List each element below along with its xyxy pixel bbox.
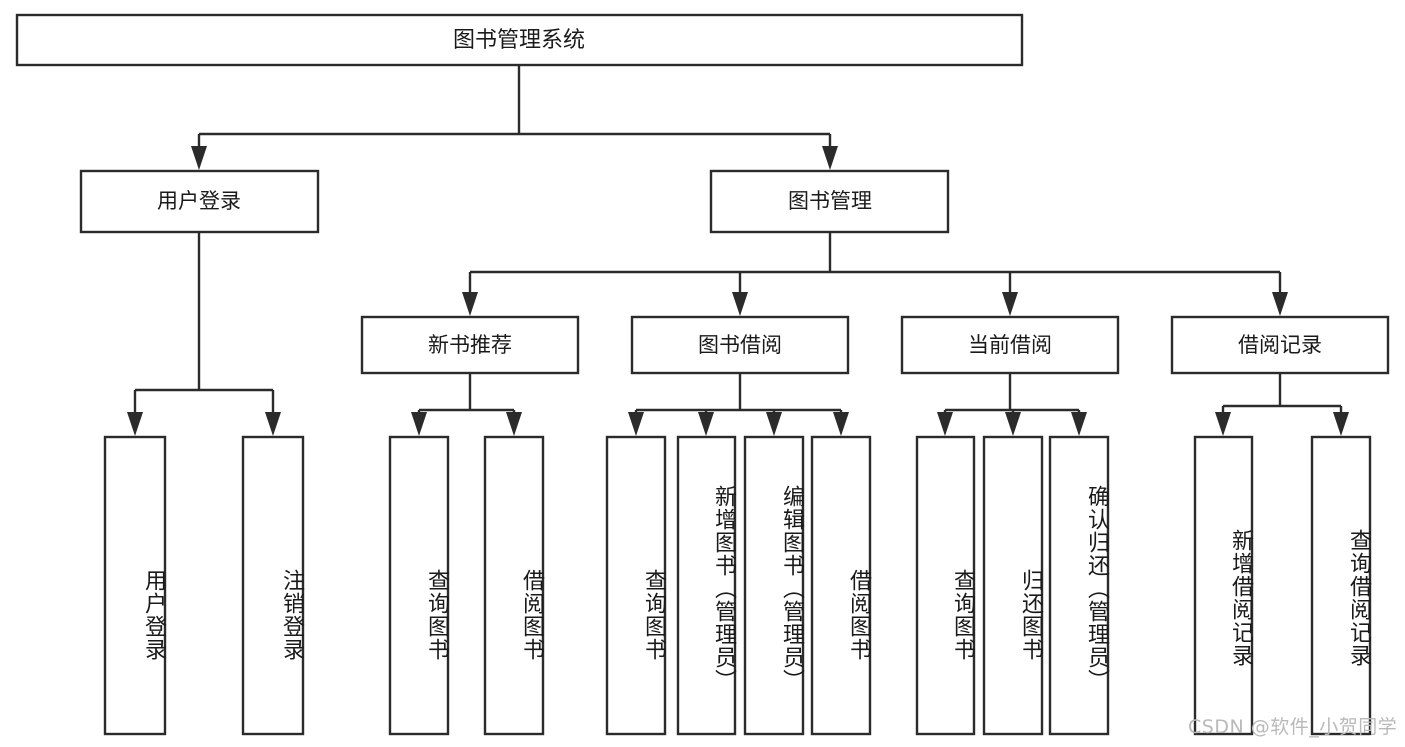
arrowhead-borrow-record	[1272, 292, 1288, 316]
node-new-book-recommend-label: 新书推荐	[428, 333, 512, 357]
leaf-box-query-borrow-record[interactable]	[1310, 435, 1372, 736]
leaf-boxes	[103, 435, 1372, 736]
node-user-login-label: 用户登录	[157, 189, 241, 213]
leaf-box-return-book[interactable]	[982, 435, 1044, 736]
leaf-box-logout[interactable]	[241, 435, 305, 736]
arrowhead-leaf-user-login	[127, 412, 143, 436]
arrowhead-leaf-logout	[265, 412, 281, 436]
node-root-rect[interactable]	[15, 13, 1024, 67]
edge-group-book-borrow-to-leaves	[628, 373, 849, 436]
leaf-box-edit-book-admin[interactable]	[743, 435, 805, 736]
node-current-borrow-label: 当前借阅	[968, 333, 1052, 357]
arrowhead-br-leaf2	[1333, 412, 1349, 436]
arrowhead-user-login	[191, 146, 207, 170]
node-current-borrow-rect[interactable]	[900, 315, 1120, 375]
node-user-login[interactable]: 用户登录	[79, 169, 320, 234]
edge-group-new-book-rec-to-leaves	[411, 373, 522, 436]
node-root[interactable]: 图书管理系统	[15, 13, 1024, 67]
leaf-box-query-book-3[interactable]	[915, 435, 976, 736]
arrowhead-bb-leaf3	[766, 412, 782, 436]
arrowhead-bb-leaf2	[698, 412, 714, 436]
arrowhead-cb-leaf3	[1071, 412, 1087, 436]
node-root-label: 图书管理系统	[453, 28, 585, 53]
leaf-box-add-borrow-record[interactable]	[1193, 435, 1254, 736]
leaf-box-confirm-return-admin[interactable]	[1048, 435, 1110, 736]
arrowhead-new-book-rec	[462, 292, 478, 316]
arrowhead-book-borrow	[732, 292, 748, 316]
arrowhead-cb-leaf2	[1005, 412, 1021, 436]
node-book-management[interactable]: 图书管理	[709, 169, 950, 234]
arrowhead-nbr-leaf2	[506, 412, 522, 436]
node-user-login-rect[interactable]	[79, 169, 320, 234]
arrowhead-nbr-leaf1	[411, 412, 427, 436]
leaf-box-borrow-book-2[interactable]	[810, 435, 872, 736]
edge-group-book-mgmt-to-level3	[462, 232, 1288, 316]
node-borrow-record-rect[interactable]	[1170, 315, 1390, 375]
csdn-watermark: CSDN @软件_小贺同学	[1188, 716, 1398, 738]
arrowhead-cb-leaf1	[937, 412, 953, 436]
edge-group-root-to-level2	[191, 65, 838, 170]
node-borrow-record[interactable]: 借阅记录	[1170, 315, 1390, 375]
leaf-box-user-login[interactable]	[103, 435, 167, 736]
arrowhead-current-borrow	[1002, 292, 1018, 316]
node-current-borrow[interactable]: 当前借阅	[900, 315, 1120, 375]
arrowhead-br-leaf1	[1215, 412, 1231, 436]
edge-group-user-login-to-leaves	[127, 232, 281, 436]
node-borrow-record-label: 借阅记录	[1238, 333, 1322, 357]
arrowhead-book-mgmt	[822, 146, 838, 170]
node-book-management-rect[interactable]	[709, 169, 950, 234]
leaf-box-query-book-2[interactable]	[605, 435, 667, 736]
arrowhead-bb-leaf4	[833, 412, 849, 436]
leaf-box-query-book-1[interactable]	[388, 435, 450, 736]
edge-group-current-borrow-to-leaves	[937, 373, 1087, 436]
node-book-management-label: 图书管理	[788, 189, 872, 213]
node-book-borrow[interactable]: 图书借阅	[630, 315, 850, 375]
leaf-box-borrow-book-1[interactable]	[483, 435, 545, 736]
node-new-book-recommend[interactable]: 新书推荐	[360, 315, 580, 375]
leaf-box-add-book-admin[interactable]	[676, 435, 737, 736]
node-book-borrow-rect[interactable]	[630, 315, 850, 375]
edge-group-borrow-record-to-leaves	[1215, 373, 1349, 436]
arrowhead-bb-leaf1	[628, 412, 644, 436]
node-book-borrow-label: 图书借阅	[698, 333, 782, 357]
node-new-book-recommend-rect[interactable]	[360, 315, 580, 375]
